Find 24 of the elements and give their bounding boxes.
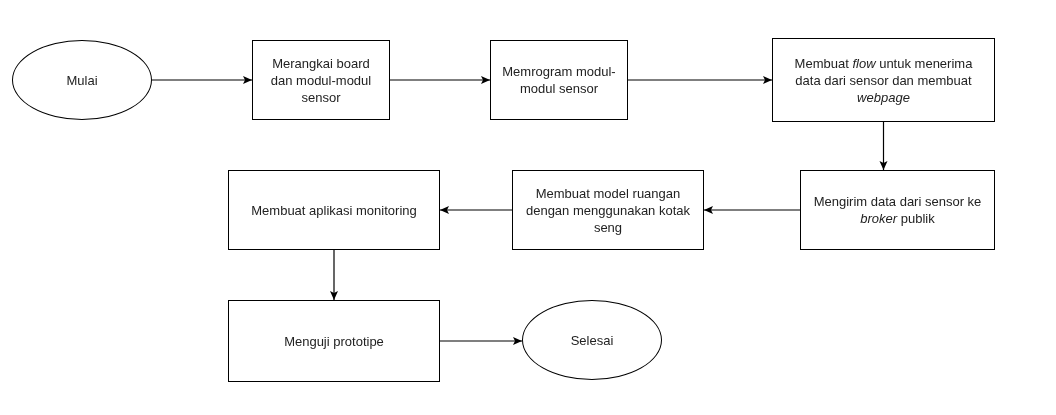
step-text: Selesai [570, 331, 614, 349]
arrow [703, 206, 801, 214]
process-box [800, 170, 995, 250]
step-text: Menguji prototipe [284, 332, 384, 350]
process-box [772, 38, 995, 122]
step-text: Membuat model ruangan dengan menggunakan kotak seng [524, 184, 692, 236]
step-text: Mulai [66, 71, 98, 89]
arrow [330, 249, 338, 301]
process-box [512, 170, 704, 250]
arrow [627, 76, 773, 84]
arrow [439, 206, 513, 214]
step-text: Membuat aplikasi monitoring [251, 201, 417, 219]
arrow [151, 76, 253, 84]
step-text: Merangkai board dan modul-modul sensor [269, 54, 373, 106]
step-text: Memrogram modul-modul sensor [501, 63, 617, 97]
arrow [389, 76, 491, 84]
arrow [879, 121, 888, 171]
arrow [439, 337, 523, 345]
process-box [228, 170, 440, 250]
process-box [490, 40, 628, 120]
step-text: Mengirim data dari sensor ke broker publik [812, 193, 983, 227]
step-text: Membuat flow untuk menerima data dari sensor dan membuat webpage [793, 54, 974, 106]
process-box [252, 40, 390, 120]
process-box [228, 300, 440, 382]
